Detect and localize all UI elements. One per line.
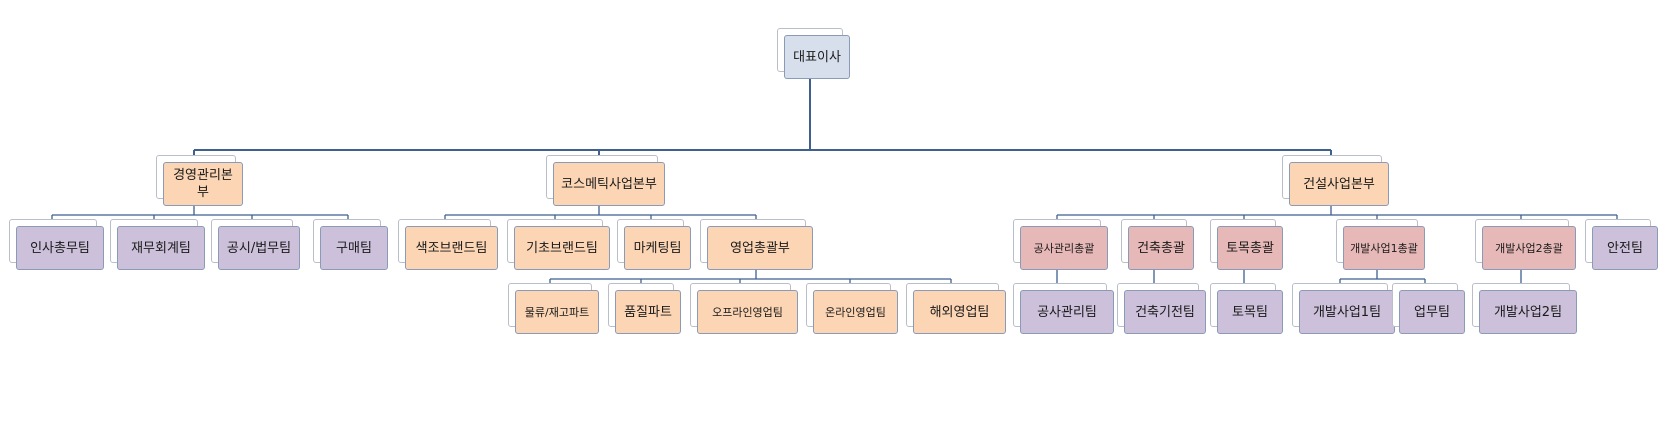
node-label: 마케팅팀: [624, 226, 691, 270]
node-label: 건설사업본부: [1289, 162, 1389, 206]
node-logistics-part: 물류/재고파트: [508, 283, 599, 334]
node-label: 개발사업2팀: [1479, 290, 1577, 334]
node-hr-team: 인사총무팀: [9, 219, 104, 270]
node-business-team: 업무팀: [1392, 283, 1465, 334]
node-label: 구매팀: [320, 226, 388, 270]
node-architecture-head: 건축총괄: [1121, 219, 1194, 270]
node-label: 개발사업1팀: [1299, 290, 1395, 334]
node-label: 재무회계팀: [117, 226, 205, 270]
node-label: 대표이사: [784, 35, 850, 79]
node-color-brand-team: 색조브랜드팀: [398, 219, 498, 270]
node-label: 색조브랜드팀: [405, 226, 498, 270]
node-development2-team: 개발사업2팀: [1472, 283, 1577, 334]
node-label: 토목총괄: [1217, 226, 1283, 270]
node-label: 건축총괄: [1128, 226, 1194, 270]
node-development1-team: 개발사업1팀: [1292, 283, 1395, 334]
node-label: 경영관리본부: [163, 162, 243, 206]
node-quality-part: 품질파트: [608, 283, 681, 334]
node-label: 영업총괄부: [707, 226, 813, 270]
node-online-sales-team: 온라인영업팀: [806, 283, 898, 334]
node-marketing-team: 마케팅팀: [617, 219, 691, 270]
node-label: 개발사업2총괄: [1482, 226, 1576, 270]
node-label: 토목팀: [1217, 290, 1283, 334]
node-label: 품질파트: [615, 290, 681, 334]
node-label: 오프라인영업팀: [697, 290, 798, 334]
node-label: 코스메틱사업본부: [553, 162, 665, 206]
node-label: 공시/법무팀: [218, 226, 300, 270]
node-development2-head: 개발사업2총괄: [1475, 219, 1576, 270]
node-cosmetic-division: 코스메틱사업본부: [546, 155, 665, 206]
node-overseas-sales-team: 해외영업팀: [906, 283, 1006, 334]
node-label: 물류/재고파트: [515, 290, 599, 334]
node-basic-brand-team: 기초브랜드팀: [507, 219, 610, 270]
node-architecture-mep-team: 건축기전팀: [1117, 283, 1206, 334]
node-label: 개발사업1총괄: [1343, 226, 1425, 270]
node-label: 공사관리팀: [1020, 290, 1114, 334]
node-civil-team: 토목팀: [1210, 283, 1283, 334]
node-sales-division: 영업총괄부: [700, 219, 813, 270]
node-label: 온라인영업팀: [813, 290, 898, 334]
node-civil-head: 토목총괄: [1210, 219, 1283, 270]
node-label: 인사총무팀: [16, 226, 104, 270]
node-label: 공사관리총괄: [1020, 226, 1108, 270]
node-label: 건축기전팀: [1124, 290, 1206, 334]
node-development1-head: 개발사업1총괄: [1336, 219, 1425, 270]
node-label: 기초브랜드팀: [514, 226, 610, 270]
node-works-management-head: 공사관리총괄: [1013, 219, 1108, 270]
node-purchase-team: 구매팀: [313, 219, 388, 270]
node-safety-team: 안전팀: [1585, 219, 1658, 270]
node-finance-team: 재무회계팀: [110, 219, 205, 270]
node-offline-sales-team: 오프라인영업팀: [690, 283, 798, 334]
node-label: 안전팀: [1592, 226, 1658, 270]
node-management-division: 경영관리본부: [156, 155, 243, 206]
node-construction-division: 건설사업본부: [1282, 155, 1389, 206]
node-legal-team: 공시/법무팀: [211, 219, 300, 270]
node-works-management-team: 공사관리팀: [1013, 283, 1114, 334]
node-label: 업무팀: [1399, 290, 1465, 334]
node-ceo: 대표이사: [777, 28, 850, 79]
node-label: 해외영업팀: [913, 290, 1006, 334]
